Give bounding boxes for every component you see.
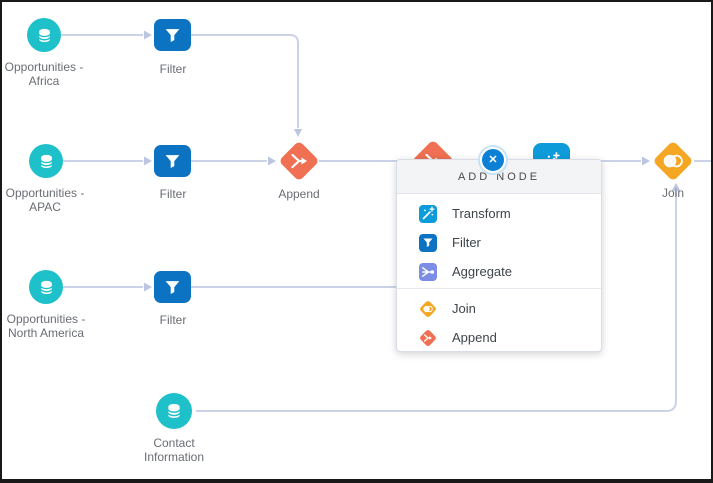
menu-item-filter[interactable]: Filter	[397, 228, 601, 257]
menu-item-append[interactable]: Append	[397, 323, 601, 352]
menu-divider	[397, 288, 601, 289]
filter-icon	[165, 154, 180, 168]
node-label: Opportunities - Africa	[4, 60, 84, 88]
menu-item-transform[interactable]: Transform	[397, 199, 601, 228]
node-append[interactable]	[278, 140, 320, 182]
filter-icon	[165, 28, 180, 42]
popup-title: ADD NODE	[457, 170, 541, 183]
node-contact-information[interactable]	[156, 393, 192, 429]
node-join[interactable]	[652, 140, 694, 182]
node-label: Opportunities - North America	[6, 312, 86, 340]
menu-item-aggregate[interactable]: Aggregate	[397, 257, 601, 286]
arrowhead	[144, 282, 152, 292]
connector	[191, 34, 299, 128]
append-icon	[418, 328, 438, 348]
node-opportunities-north-america[interactable]	[29, 270, 63, 304]
dataset-icon	[167, 404, 181, 418]
arrowhead	[268, 156, 276, 166]
node-label: Append	[278, 187, 320, 201]
node-opportunities-apac[interactable]	[29, 144, 63, 178]
node-label: Filter	[159, 187, 187, 201]
filter-icon	[418, 233, 438, 253]
node-filter-2[interactable]	[154, 145, 191, 177]
transform-icon	[418, 204, 438, 224]
add-node-menu-secondary: Join Append	[397, 291, 601, 354]
join-icon	[654, 142, 692, 180]
append-icon	[280, 142, 318, 180]
dataset-icon	[39, 154, 53, 168]
arrowhead	[144, 156, 152, 166]
join-icon	[418, 299, 438, 319]
node-label: Filter	[159, 62, 187, 76]
add-node-menu-primary: Transform Filter	[397, 194, 601, 286]
menu-item-join[interactable]: Join	[397, 294, 601, 323]
connector	[196, 191, 677, 412]
node-label: Opportunities - APAC	[5, 186, 85, 214]
node-opportunities-africa[interactable]	[27, 18, 61, 52]
arrowhead	[671, 183, 681, 191]
arrowhead	[144, 30, 152, 40]
filter-icon	[165, 280, 180, 294]
node-label: Join	[661, 186, 684, 200]
dataset-icon	[39, 280, 53, 294]
arrowhead	[294, 129, 302, 137]
arrowhead	[642, 156, 650, 166]
add-node-popup: ✕ ADD NODE Transform	[396, 147, 602, 354]
aggregate-icon	[418, 262, 438, 282]
node-label: Filter	[159, 313, 187, 327]
dataset-icon	[37, 28, 51, 42]
node-filter-1[interactable]	[154, 19, 191, 51]
close-icon[interactable]: ✕	[480, 147, 506, 173]
node-filter-3[interactable]	[154, 271, 191, 303]
node-label: Contact Information	[143, 436, 205, 464]
